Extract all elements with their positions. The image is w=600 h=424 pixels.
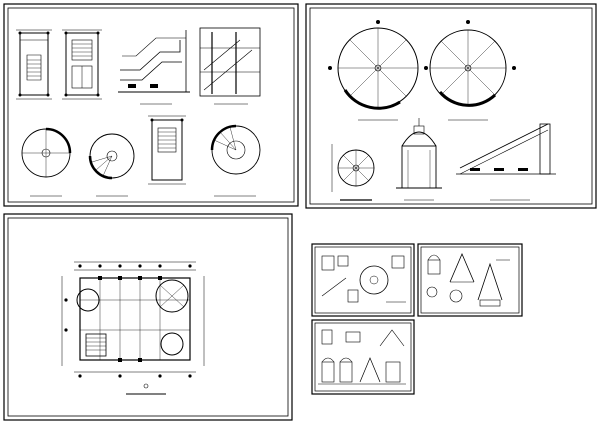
roof-details [426, 252, 510, 307]
stair-section-2 [199, 27, 261, 105]
building-floor-plan [61, 261, 205, 395]
circular-plan-large-2 [429, 20, 516, 121]
elevation-details [318, 329, 406, 385]
sheet-floor-plan[interactable] [3, 213, 293, 421]
sheet-detail-2[interactable] [417, 243, 523, 317]
spiral-plan-small [331, 144, 375, 201]
spiral-plan-3 [210, 124, 261, 197]
details [321, 255, 406, 303]
spiral-plan-2 [88, 133, 135, 197]
circular-plan-large-1 [328, 20, 428, 121]
stair-plan-3 [148, 115, 186, 185]
sheet-circular-stair-dome[interactable] [305, 3, 597, 209]
sheet-stair-plans-sections[interactable] [3, 3, 299, 207]
sheet-detail-3[interactable] [311, 319, 415, 395]
stair-plan-1 [16, 29, 52, 100]
stair-section-1 [118, 30, 190, 105]
stair-plan-2 [62, 29, 102, 100]
ramp-section [456, 123, 556, 201]
sheet-detail-1[interactable] [311, 243, 415, 317]
spiral-plan-1 [21, 127, 72, 197]
dome-elevation [396, 118, 442, 201]
